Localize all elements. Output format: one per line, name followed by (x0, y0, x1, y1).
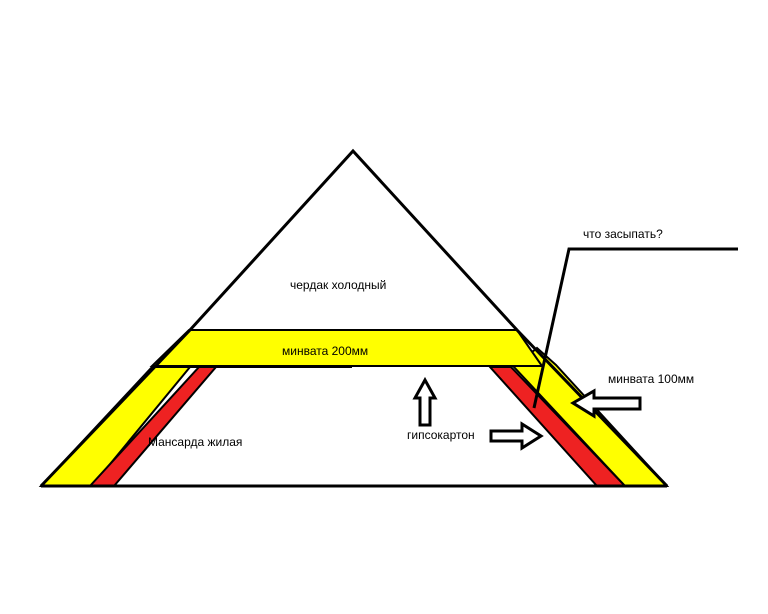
right-arrow-icon (489, 421, 544, 451)
mineral-wool-200-label: минвата 200мм (282, 344, 368, 358)
attic-outline (188, 148, 519, 332)
roof-left-edge (39, 328, 192, 488)
mineral-wool-100-label: минвата 100мм (608, 372, 694, 386)
question-pointer-line (532, 247, 738, 409)
living-attic-label: Мансарда жилая (148, 435, 242, 449)
drywall-label: гипсокартон (407, 428, 475, 442)
attic-label: чердак холодный (290, 278, 386, 292)
question-label: что засыпать? (583, 227, 663, 241)
left-arrow-icon (570, 388, 642, 419)
up-arrow-icon (412, 376, 438, 427)
